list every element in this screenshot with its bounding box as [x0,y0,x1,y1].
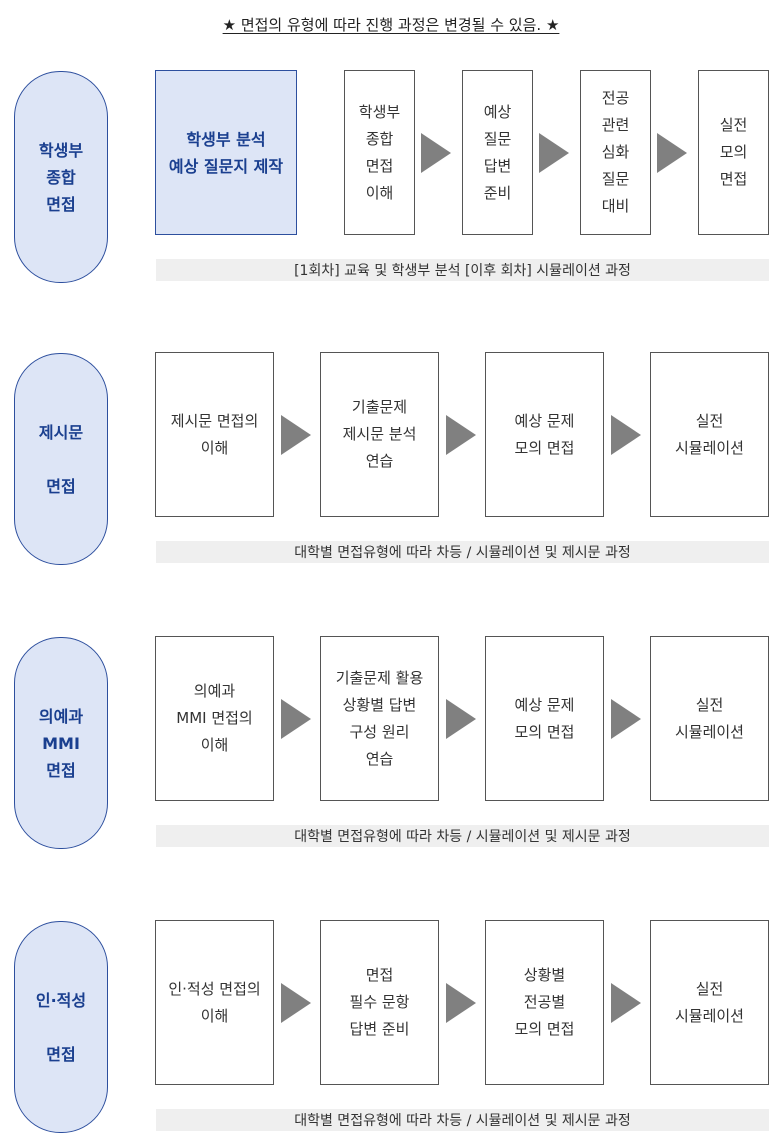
step-text: 제시문 면접의 이해 [170,411,259,457]
caption-text: 대학별 면접유형에 따라 차등 / 시뮬레이션 및 제시문 과정 [294,545,631,561]
step-box: 예상 문제 모의 면접 [485,636,604,801]
step-text: 학생부 종합 면접 이해 [358,102,401,202]
caption-text: [1회차] 교육 및 학생부 분석 [이후 회차] 시뮬레이션 과정 [294,263,631,279]
section-caption: 대학별 면접유형에 따라 차등 / 시뮬레이션 및 제시문 과정 [156,1109,769,1131]
step-box: 면접 필수 문항 답변 준비 [320,920,439,1085]
step-box: 의예과 MMI 면접의 이해 [155,636,274,801]
notice: ★ 면접의 유형에 따라 진행 과정은 변경될 수 있음. ★ [0,14,782,35]
step-text: 실전 시뮬레이션 [674,695,744,741]
step-box: 실전 시뮬레이션 [650,352,769,517]
step-text: 실전 모의 면접 [719,116,748,188]
step-text: 실전 시뮬레이션 [674,411,744,457]
step-box: 인·적성 면접의 이해 [155,920,274,1085]
section-label: 학생부 종합 면접 [38,140,84,214]
arrow-right-icon [657,133,687,173]
arrow-right-icon [611,699,641,739]
step-box: 상황별 전공별 모의 면접 [485,920,604,1085]
arrow-right-icon [446,699,476,739]
step-box: 전공 관련 심화 질문 대비 [580,70,651,235]
arrow-right-icon [539,133,569,173]
arrow-right-icon [281,983,311,1023]
step-text: 면접 필수 문항 답변 준비 [349,966,410,1038]
arrow-right-icon [281,699,311,739]
arrow-right-icon [611,983,641,1023]
step-text: 기출문제 제시문 분석 연습 [342,398,417,470]
arrow-right-icon [281,415,311,455]
caption-text: 대학별 면접유형에 따라 차등 / 시뮬레이션 및 제시문 과정 [294,1113,631,1129]
step-box: 기출문제 활용 상황별 답변 구성 원리 연습 [320,636,439,801]
step-box: 예상 문제 모의 면접 [485,352,604,517]
step-text: 기출문제 활용 상황별 답변 구성 원리 연습 [335,668,424,768]
step-text: 실전 시뮬레이션 [674,979,744,1025]
step-text: 예상 문제 모의 면접 [514,695,575,741]
step-text: 예상 문제 모의 면접 [514,411,575,457]
step-box: 예상 질문 답변 준비 [462,70,533,235]
step-box: 제시문 면접의 이해 [155,352,274,517]
step-box: 기출문제 제시문 분석 연습 [320,352,439,517]
step-text: 상황별 전공별 모의 면접 [514,966,575,1038]
arrow-right-icon [611,415,641,455]
step-box: 실전 시뮬레이션 [650,920,769,1085]
section-label-oval: 제시문 면접 [14,353,108,565]
arrow-right-icon [446,415,476,455]
section-caption: 대학별 면접유형에 따라 차등 / 시뮬레이션 및 제시문 과정 [156,825,769,847]
step-box: 학생부 종합 면접 이해 [344,70,415,235]
section-label: 제시문 면접 [38,422,84,496]
caption-text: 대학별 면접유형에 따라 차등 / 시뮬레이션 및 제시문 과정 [294,829,631,845]
section-label: 인·적성 면접 [35,990,87,1064]
highlight-text: 학생부 분석 예상 질문지 제작 [168,129,284,176]
section-label-oval: 학생부 종합 면접 [14,71,108,283]
step-text: 전공 관련 심화 질문 대비 [601,89,630,215]
step-text: 인·적성 면접의 이해 [168,979,261,1025]
step-text: 예상 질문 답변 준비 [483,102,512,202]
section-label: 의예과 MMI 면접 [38,706,84,780]
arrow-right-icon [446,983,476,1023]
arrow-right-icon [421,133,451,173]
section-caption: [1회차] 교육 및 학생부 분석 [이후 회차] 시뮬레이션 과정 [156,259,769,281]
step-box: 실전 시뮬레이션 [650,636,769,801]
step-text: 의예과 MMI 면접의 이해 [176,682,253,754]
section-caption: 대학별 면접유형에 따라 차등 / 시뮬레이션 및 제시문 과정 [156,541,769,563]
step-box: 실전 모의 면접 [698,70,769,235]
section-label-oval: 인·적성 면접 [14,921,108,1133]
notice-text: ★ 면접의 유형에 따라 진행 과정은 변경될 수 있음. ★ [222,16,560,34]
section-label-oval: 의예과 MMI 면접 [14,637,108,849]
highlight-box: 학생부 분석 예상 질문지 제작 [155,70,297,235]
